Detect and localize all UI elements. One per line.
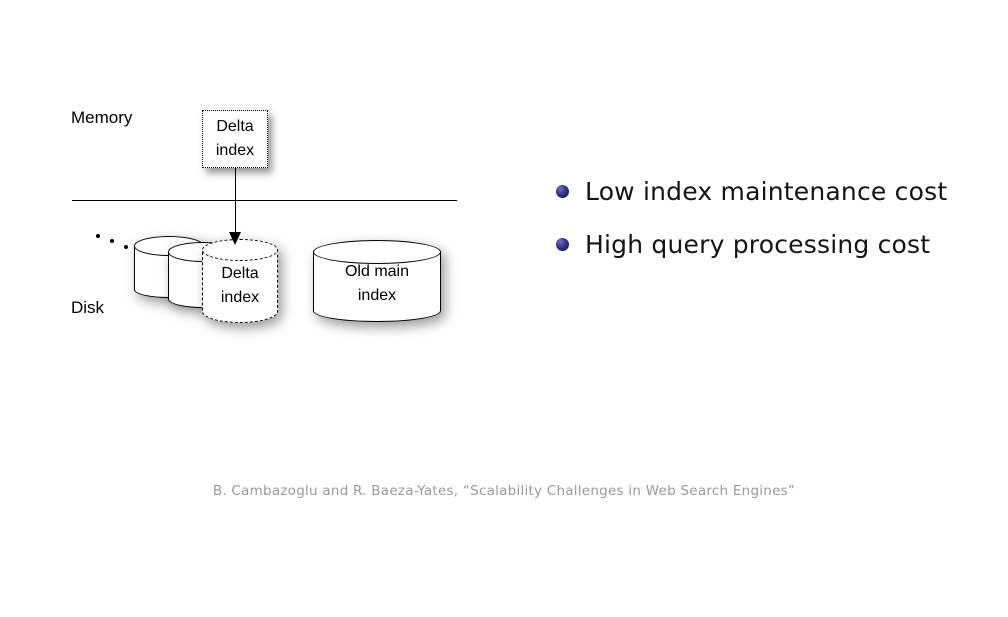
index-architecture-diagram: Memory Disk Delta index Delta [0, 0, 520, 400]
ellipsis-dot-3-icon [124, 245, 128, 249]
memory-delta-index-box: Delta index [202, 110, 268, 168]
bullet-marker-icon [556, 238, 569, 251]
old-main-index-cylinder: Old main index [313, 240, 441, 322]
cylinder-body [202, 250, 278, 323]
disk-tier-label: Disk [71, 298, 105, 317]
cylinder-body [313, 252, 441, 322]
bullet-list: Low index maintenance cost High query pr… [556, 175, 986, 281]
memory-delta-index-line2: index [215, 142, 255, 159]
list-item: Low index maintenance cost [556, 175, 986, 208]
disk-delta-index-cylinder: Delta index [202, 239, 278, 323]
bullet-text-2: High query processing cost [585, 230, 931, 259]
citation-text: B. Cambazoglu and R. Baeza-Yates, “Scala… [212, 483, 796, 499]
disk-delta-index-line1: Delta [221, 265, 259, 282]
flush-arrow-head-icon [229, 232, 241, 245]
disk-delta-index-line2: index [220, 289, 260, 306]
ellipsis-dot-1-icon [96, 234, 100, 238]
memory-tier-label: Memory [71, 108, 133, 127]
bullet-marker-icon [556, 185, 569, 198]
list-item: High query processing cost [556, 228, 986, 261]
ellipsis-dot-2-icon [110, 239, 114, 243]
old-main-index-label: Old main index [313, 260, 441, 308]
memory-disk-divider [72, 200, 457, 201]
memory-delta-index-line1: Delta [216, 118, 254, 135]
old-main-index-line1: Old main [344, 263, 410, 280]
bullet-text-1: Low index maintenance cost [585, 177, 948, 206]
cylinder-top-ellipse [313, 240, 441, 264]
flush-arrow-shaft [235, 168, 236, 240]
disk-delta-index-label: Delta index [202, 262, 278, 310]
old-main-index-line2: index [357, 287, 397, 304]
